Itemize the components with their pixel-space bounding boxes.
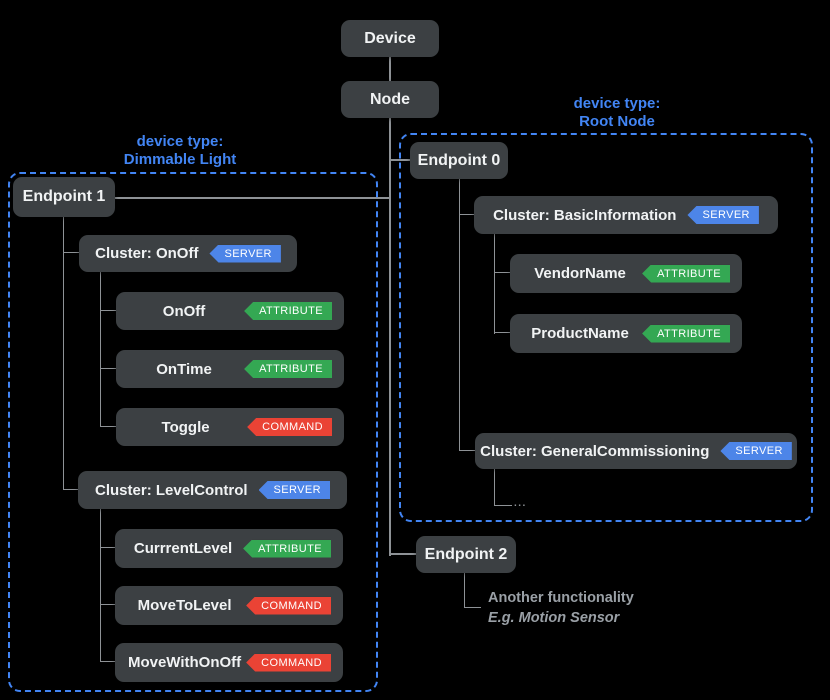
root-node-group-border — [399, 133, 813, 522]
cluster-levelcontrol-box: Cluster: LevelControl SERVER — [78, 471, 347, 509]
connector-endpoint2-branch — [391, 553, 417, 555]
toggle-label: Toggle — [161, 418, 210, 436]
attribute-badge: ATTRIBUTE — [642, 324, 730, 343]
connector-node-trunk — [389, 118, 391, 556]
endpoint0-box: Endpoint 0 — [410, 142, 508, 179]
command-badge: COMMAND — [246, 653, 331, 672]
vendorname-label: VendorName — [534, 265, 626, 282]
currrentlevel-row: CurrrentLevel ATTRIBUTE — [115, 529, 343, 568]
connector-endpoint2-elbow-horizontal — [464, 607, 481, 608]
server-badge: SERVER — [209, 244, 281, 263]
attribute-badge: ATTRIBUTE — [243, 539, 331, 558]
currrentlevel-label: CurrrentLevel — [133, 540, 233, 557]
connector-levelcontrol-row2-branch — [100, 604, 116, 605]
movetolevel-label: MoveToLevel — [137, 597, 232, 614]
connector-cluster-levelcontrol-branch — [63, 489, 79, 490]
cluster-basicinformation-box: Cluster: BasicInformation SERVER — [474, 196, 778, 234]
device-label: Device — [364, 29, 416, 47]
connector-onoff-vertical — [100, 272, 101, 427]
cluster-generalcommissioning-label: Cluster: GeneralCommissioning — [480, 442, 710, 460]
connector-productname-branch — [494, 332, 511, 333]
connector-generalcommissioning-elbow-vertical — [494, 469, 495, 506]
vendorname-row: VendorName ATTRIBUTE — [510, 254, 742, 293]
device-node-box: Device — [341, 20, 439, 57]
node-label: Node — [370, 90, 410, 108]
connector-endpoint2-elbow-vertical — [464, 573, 465, 608]
generalcommissioning-ellipsis: ... — [514, 498, 527, 509]
ontime-row: OnTime ATTRIBUTE — [116, 350, 344, 388]
onoff-label: OnOff — [162, 302, 206, 320]
connector-vendorname-branch — [494, 272, 511, 273]
connector-generalcommissioning-elbow-horizontal — [494, 505, 512, 506]
attribute-badge: ATTRIBUTE — [244, 360, 332, 378]
cluster-generalcommissioning-box: Cluster: GeneralCommissioning SERVER — [475, 433, 797, 469]
connector-device-node — [389, 57, 391, 81]
connector-endpoint0-branch — [391, 159, 411, 161]
command-badge: COMMAND — [247, 418, 332, 436]
cluster-onoff-box: Cluster: OnOff SERVER — [79, 235, 297, 272]
movewithonoff-row: MoveWithOnOff COMMAND — [115, 643, 343, 682]
cluster-onoff-label: Cluster: OnOff — [95, 245, 199, 262]
command-badge: COMMAND — [246, 596, 331, 615]
endpoint2-note-line1: Another functionality — [488, 590, 634, 606]
endpoint2-note-line2: E.g. Motion Sensor — [488, 610, 620, 626]
root-node-heading-line2: Root Node — [579, 113, 655, 130]
server-badge: SERVER — [258, 481, 330, 499]
connector-endpoint1-vertical — [63, 217, 64, 490]
dimmable-light-heading-line1: device type: — [136, 133, 224, 150]
connector-levelcontrol-row3-branch — [100, 661, 116, 662]
server-badge: SERVER — [687, 206, 759, 224]
productname-row: ProductName ATTRIBUTE — [510, 314, 742, 353]
endpoint2-box: Endpoint 2 — [416, 536, 516, 573]
endpoint2-label: Endpoint 2 — [424, 545, 508, 563]
connector-basicinformation-vertical — [494, 234, 495, 334]
ontime-label: OnTime — [156, 360, 212, 378]
endpoint1-box: Endpoint 1 — [13, 177, 115, 217]
onoff-row: OnOff ATTRIBUTE — [116, 292, 344, 330]
movetolevel-row: MoveToLevel COMMAND — [115, 586, 343, 625]
connector-basicinformation-branch — [459, 214, 475, 215]
root-node-heading: device type: Root Node — [467, 95, 767, 131]
connector-endpoint0-vertical — [459, 179, 460, 451]
dimmable-light-heading: device type: Dimmable Light — [30, 133, 330, 169]
connector-onoff-row3-branch — [100, 426, 117, 427]
root-node-heading-line1: device type: — [573, 95, 661, 112]
connector-cluster-onoff-branch — [63, 252, 80, 253]
attribute-badge: ATTRIBUTE — [244, 302, 332, 320]
toggle-row: Toggle COMMAND — [116, 408, 344, 446]
cluster-levelcontrol-label: Cluster: LevelControl — [95, 481, 248, 499]
endpoint0-label: Endpoint 0 — [417, 151, 501, 169]
cluster-basicinformation-label: Cluster: BasicInformation — [493, 206, 677, 224]
connector-generalcommissioning-branch — [459, 450, 476, 451]
connector-endpoint1-branch — [114, 197, 391, 199]
productname-label: ProductName — [531, 325, 629, 342]
endpoint1-label: Endpoint 1 — [22, 188, 106, 205]
connector-levelcontrol-vertical — [100, 509, 101, 662]
node-box: Node — [341, 81, 439, 118]
movewithonoff-label: MoveWithOnOff — [127, 654, 242, 671]
dimmable-light-heading-line2: Dimmable Light — [123, 151, 237, 168]
connector-levelcontrol-row1-branch — [100, 547, 116, 548]
server-badge: SERVER — [720, 442, 792, 460]
dimmable-light-group-border — [8, 172, 378, 692]
connector-onoff-row1-branch — [100, 310, 117, 311]
connector-onoff-row2-branch — [100, 368, 117, 369]
attribute-badge: ATTRIBUTE — [642, 264, 730, 283]
